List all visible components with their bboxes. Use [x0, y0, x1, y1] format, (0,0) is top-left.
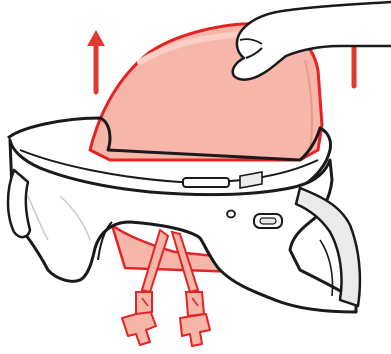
- harness-strap-right-icon: [172, 232, 210, 346]
- up-arrow-left-icon: [87, 30, 105, 92]
